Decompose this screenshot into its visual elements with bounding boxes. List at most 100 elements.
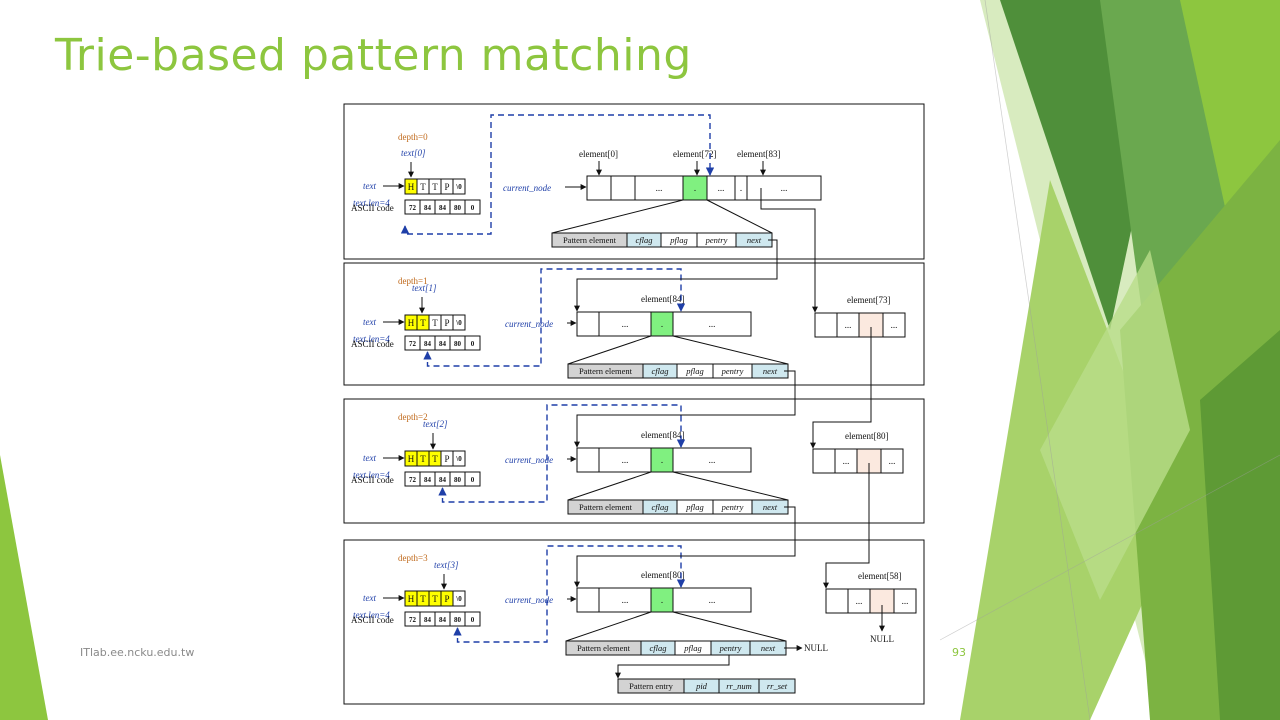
trie-element-cell xyxy=(586,175,612,201)
pattern-element-label: Pattern element xyxy=(577,643,631,653)
trie-element-cell xyxy=(576,587,600,613)
ascii-code: 72 xyxy=(409,616,417,624)
ascii-code: 72 xyxy=(409,204,417,212)
ascii-to-element-link xyxy=(453,545,686,643)
depth-label: depth=1 xyxy=(398,276,428,286)
ascii-code: 0 xyxy=(471,616,475,624)
pattern-element-label: cflag xyxy=(652,366,669,376)
null-char: \0 xyxy=(455,595,462,603)
text-char: P xyxy=(444,594,449,604)
ascii-code: 80 xyxy=(454,616,462,624)
pattern-element-label: Pattern element xyxy=(579,366,633,376)
text-len-label: text.len=4 xyxy=(353,470,390,480)
current-node-label: current_node xyxy=(505,455,553,465)
ellipsis: ... xyxy=(856,596,863,606)
pattern-element-label: next xyxy=(761,643,776,653)
ellipsis: ... xyxy=(709,455,716,465)
element-index-label: element[72] xyxy=(673,149,716,159)
ascii-code: 0 xyxy=(471,476,475,484)
pattern-element-label: cflag xyxy=(636,235,653,245)
ascii-code: 0 xyxy=(471,204,475,212)
next-pointer-link xyxy=(574,506,796,588)
element-dot: . xyxy=(661,455,663,465)
pattern-entry-field xyxy=(758,678,796,694)
text-index-label: text[0] xyxy=(401,148,426,158)
ascii-code-label: ASCII code xyxy=(351,203,394,213)
text-char: H xyxy=(408,454,415,464)
trie-element-cell xyxy=(746,175,822,201)
ascii-to-element-link xyxy=(423,268,686,367)
pattern-element-label: next xyxy=(763,502,778,512)
element-dot: . xyxy=(661,595,663,605)
null-char: \0 xyxy=(455,455,462,463)
side-element-cell xyxy=(882,312,906,338)
pattern-entry-label: rr_num xyxy=(726,681,752,691)
ascii-code: 0 xyxy=(471,340,475,348)
depth-label: depth=0 xyxy=(398,132,428,142)
text-index-label: text[2] xyxy=(423,419,448,429)
ascii-code: 72 xyxy=(409,476,417,484)
element-dot: . xyxy=(661,319,663,329)
side-element-chain-link xyxy=(823,463,870,589)
text-char: T xyxy=(432,454,438,464)
ascii-code: 84 xyxy=(424,616,432,624)
zoom-line-right xyxy=(706,199,773,234)
null-char: \0 xyxy=(455,183,462,191)
pattern-element-label: pentry xyxy=(719,643,742,653)
ascii-code: 80 xyxy=(454,476,462,484)
pattern-element-label: cflag xyxy=(650,643,667,653)
null-label-next: NULL xyxy=(804,643,828,653)
ellipsis: ... xyxy=(891,320,898,330)
side-element-label: element[80] xyxy=(845,431,888,441)
text-char: T xyxy=(432,318,438,328)
trie-element-cell xyxy=(576,447,600,473)
ascii-to-element-link xyxy=(400,114,715,235)
pattern-element-label: Pattern element xyxy=(579,502,633,512)
trie-element-cell xyxy=(576,311,600,337)
side-element-cell xyxy=(825,588,849,614)
element-index-label: element[84] xyxy=(641,294,684,304)
trie-element-cell xyxy=(672,447,752,473)
ascii-code: 80 xyxy=(454,340,462,348)
footer-url: ITlab.ee.ncku.edu.tw xyxy=(80,646,195,659)
text-label: text xyxy=(363,181,376,191)
current-node-label: current_node xyxy=(505,319,553,329)
ascii-code: 84 xyxy=(424,476,432,484)
pattern-element-label: pentry xyxy=(721,366,744,376)
side-element-label: element[58] xyxy=(858,571,901,581)
ascii-code: 84 xyxy=(439,340,447,348)
pentry-to-pattern-entry-link xyxy=(615,655,730,679)
text-char: P xyxy=(444,454,449,464)
text-index-label: text[1] xyxy=(412,283,437,293)
null-char: \0 xyxy=(455,319,462,327)
ellipsis: ... xyxy=(622,319,629,329)
ellipsis: ... xyxy=(622,595,629,605)
text-char: T xyxy=(420,594,426,604)
element83-to-element73-link xyxy=(760,188,818,313)
text-char: T xyxy=(420,182,426,192)
side-element-cell xyxy=(893,588,917,614)
text-len-label: text.len=4 xyxy=(353,198,390,208)
pattern-entry-label: rr_set xyxy=(767,681,788,691)
page-number: 93 xyxy=(952,646,966,659)
ascii-code-label: ASCII code xyxy=(351,339,394,349)
ascii-to-element-link xyxy=(438,404,686,503)
ellipsis: ... xyxy=(843,456,850,466)
current-node-label: current_node xyxy=(505,595,553,605)
text-label: text xyxy=(363,317,376,327)
trie-element-cell xyxy=(672,311,752,337)
ellipsis: ... xyxy=(709,595,716,605)
text-char: H xyxy=(408,594,415,604)
side-element-label: element[73] xyxy=(847,295,890,305)
pattern-element-label: Pattern element xyxy=(563,235,617,245)
zoom-line-right xyxy=(672,471,789,501)
ellipsis: ... xyxy=(718,183,725,193)
side-element-chain-link xyxy=(810,327,872,449)
side-element-cell xyxy=(814,312,838,338)
ascii-code-label: ASCII code xyxy=(351,475,394,485)
